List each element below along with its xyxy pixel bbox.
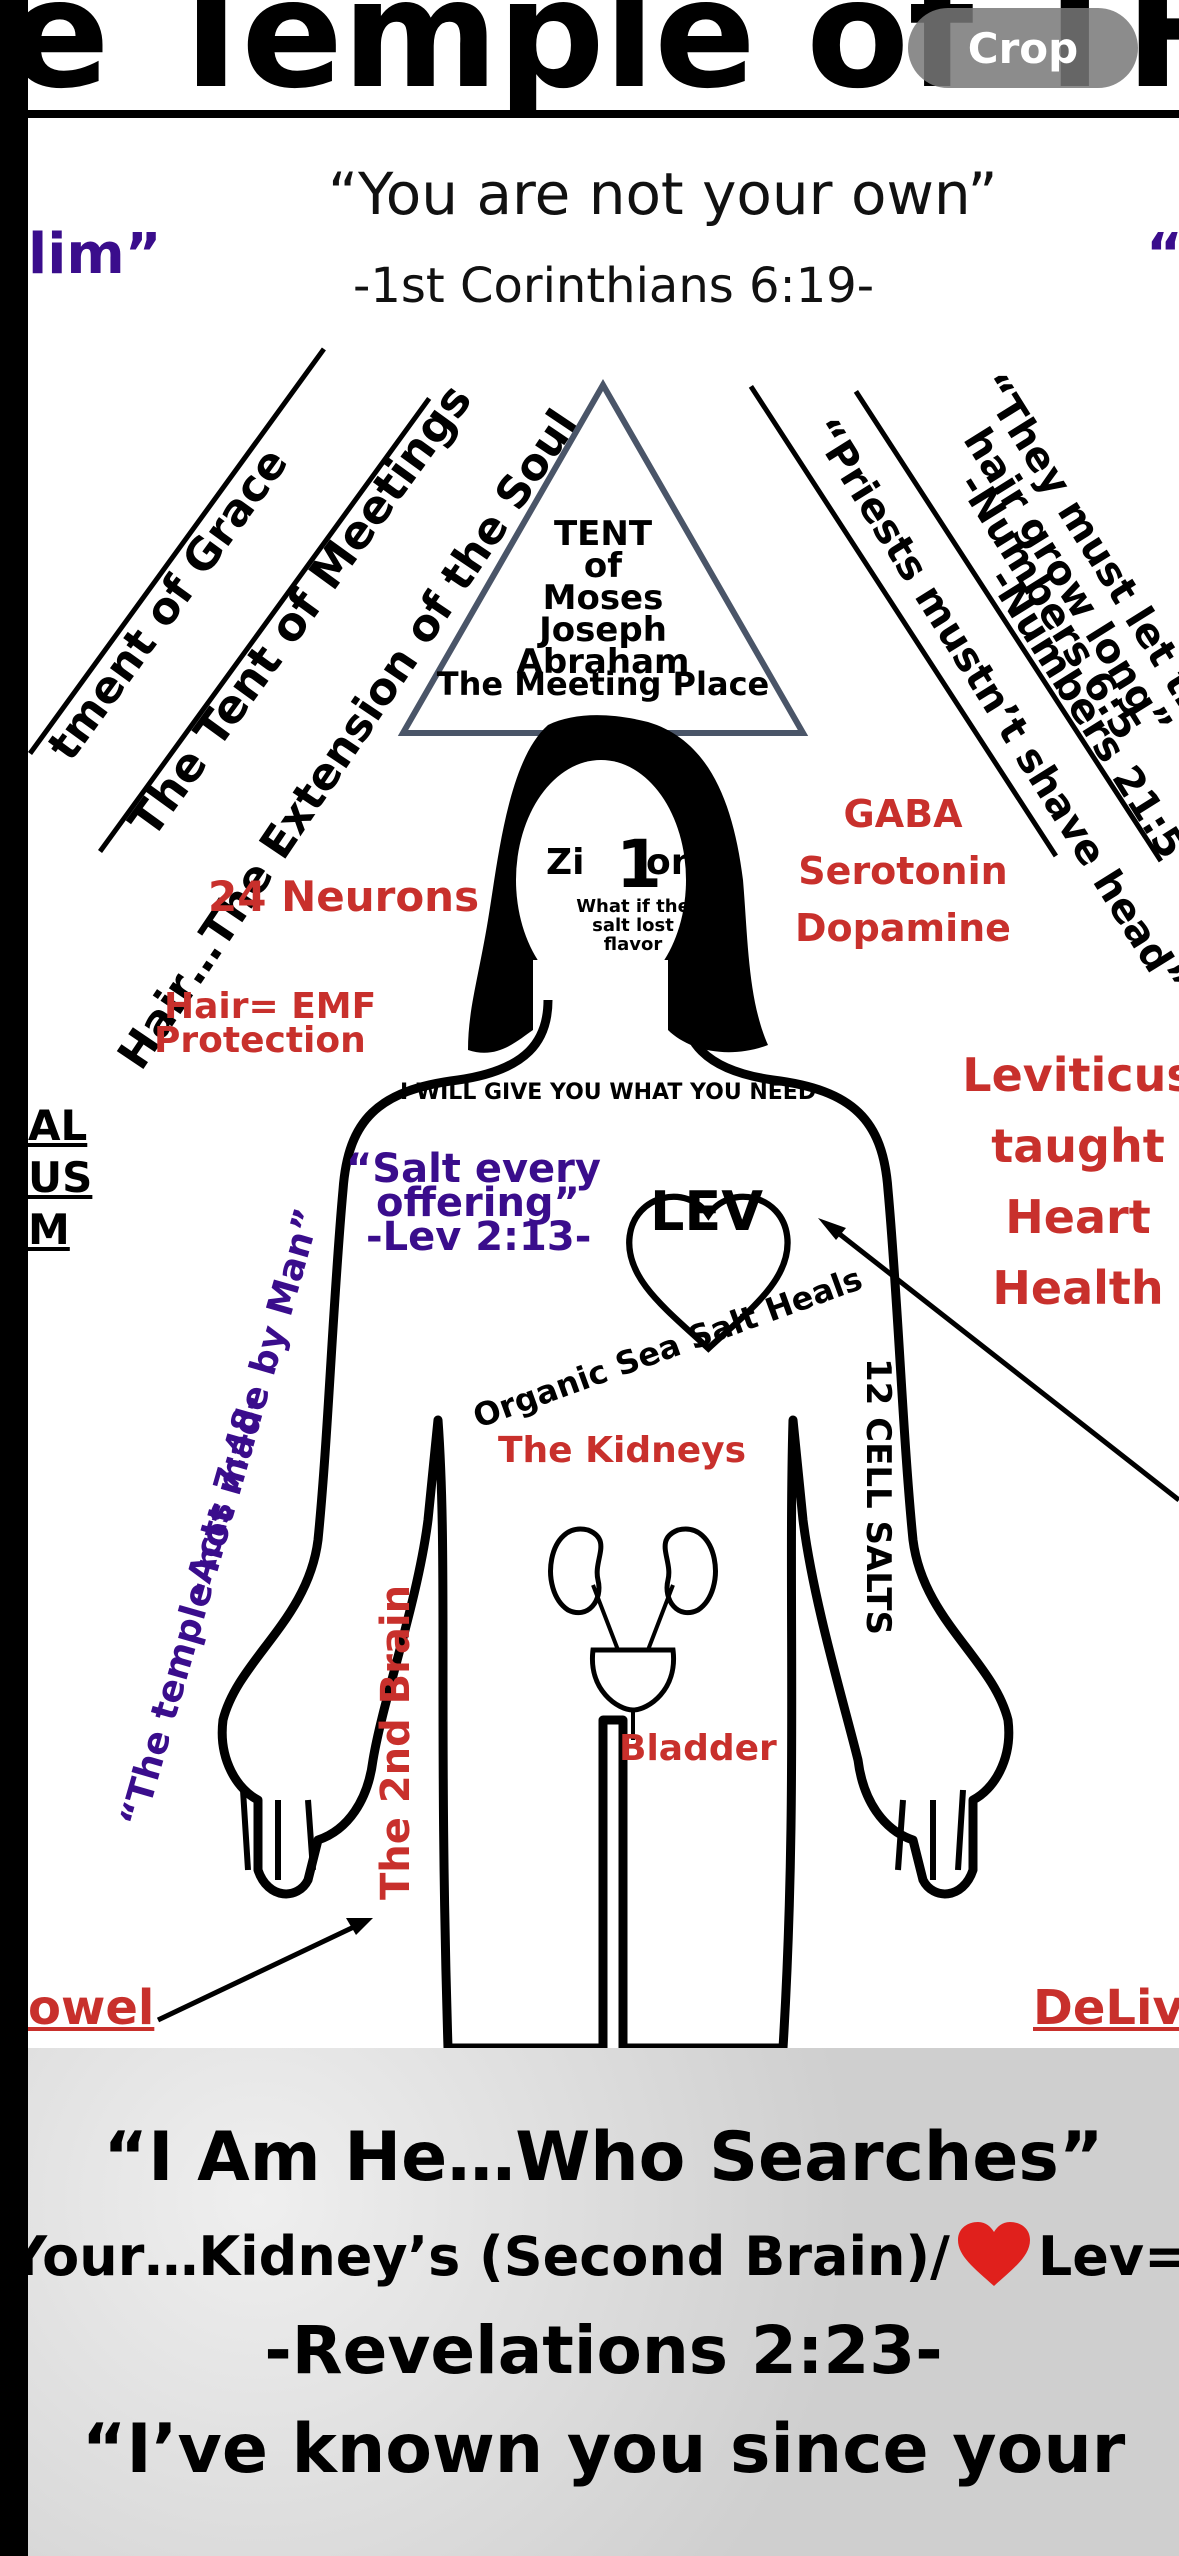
footer-line-1: “I Am He…Who Searches” xyxy=(103,2118,1104,2197)
meeting-place-label: The Meeting Place xyxy=(436,665,770,703)
gaba-text: GABA xyxy=(843,792,963,836)
heart-icon xyxy=(956,2220,1032,2301)
give-need-text: I WILL GIVE YOU WHAT YOU NEED xyxy=(400,1080,817,1105)
salt-offering-text: “Salt every offering” -Lev 2:13- xyxy=(346,1146,601,1260)
second-brain-label: The 2nd Brain xyxy=(373,1584,419,1900)
lev-heart-text: LEV xyxy=(650,1180,764,1243)
crop-button[interactable]: Crop xyxy=(908,8,1138,88)
body-drawing xyxy=(156,378,1179,2048)
leviticus-line-1: Leviticus xyxy=(962,1048,1179,1102)
tent-line-1: TENT xyxy=(553,514,653,554)
emf-line-2: Protection xyxy=(154,1020,366,1061)
zion-text-on: on xyxy=(646,842,697,883)
footer-line-2: Your…Kidney’s (Second Brain)/ Lev=Bell xyxy=(28,2220,1179,2301)
footer-line-3: -Revelations 2:23- xyxy=(264,2312,943,2389)
bowel-label: owel xyxy=(28,1980,155,2036)
tent-line-2: of xyxy=(583,546,623,586)
quote-text: “You are not your own” xyxy=(328,160,998,228)
bladder-shape xyxy=(590,1647,676,1713)
title-underline xyxy=(28,110,1179,118)
left-fingers xyxy=(240,1789,316,1880)
face-shape xyxy=(516,760,686,1000)
salt-flavor-note: What if the salt lost flavor xyxy=(576,896,690,955)
footer-line-4: “I’ve known you since your xyxy=(81,2410,1126,2489)
left-fragment-text: lim” xyxy=(28,222,162,287)
heart-arrow-head xyxy=(818,1218,846,1240)
salt-every-line-2: offering” xyxy=(376,1180,580,1226)
zion-text-one: 1 xyxy=(616,826,662,903)
kidneys-label: The Kidneys xyxy=(498,1430,747,1471)
footer-line-2a: Your…Kidney’s (Second Brain)/ xyxy=(28,2225,950,2289)
tent-line-5: Abraham xyxy=(516,642,690,682)
poster-image: e Temple of TH “You are not your own” -1… xyxy=(28,0,1179,2556)
deliver-label: DeLive xyxy=(1033,1980,1179,2036)
leviticus-line-4: Health xyxy=(992,1261,1164,1315)
tent-label: TENT of Moses Joseph Abraham xyxy=(503,514,703,682)
left-kidney xyxy=(548,1526,604,1616)
right-kidney xyxy=(662,1526,718,1616)
left-edge-line-2: US xyxy=(28,1153,93,1202)
bladder-label: Bladder xyxy=(619,1728,777,1769)
leviticus-line-2: taught xyxy=(991,1119,1165,1173)
zion-text-zi: Zi xyxy=(546,842,585,883)
footer-panel xyxy=(28,2048,1179,2556)
serotonin-text: Serotonin xyxy=(798,849,1008,893)
left-edge-line-3: M xyxy=(28,1205,70,1254)
emf-line-1: Hair= EMF xyxy=(164,986,377,1027)
ureters xyxy=(591,1584,675,1651)
right-fragment-text: “T xyxy=(1146,222,1179,287)
cell-salts-text: 12 CELL SALTS xyxy=(858,1358,898,1636)
heart-arrow-line xyxy=(826,1223,1179,1502)
heart-outline xyxy=(626,1193,791,1353)
brain-arrow-head xyxy=(346,1918,373,1935)
tent-line-3: Moses xyxy=(542,578,664,618)
body-outline xyxy=(217,999,1014,2048)
leviticus-label: Leviticus taught Heart Health xyxy=(943,1040,1179,1324)
leviticus-line-3: Heart xyxy=(1005,1190,1151,1244)
brain-arrow-line xyxy=(156,1922,360,2023)
left-edge-line-1: AL xyxy=(28,1101,88,1150)
neurotransmitters-label: GABA Serotonin Dopamine xyxy=(773,786,1033,957)
emf-label: Hair= EMF Protection xyxy=(154,986,377,1061)
tent-line-4: Joseph xyxy=(539,610,667,650)
salt-every-ref: -Lev 2:13- xyxy=(366,1214,592,1260)
neurons-label: 24 Neurons xyxy=(208,872,480,921)
dopamine-text: Dopamine xyxy=(795,906,1011,950)
footer-line-2b: Lev=Bell xyxy=(1037,2225,1179,2289)
right-fingers xyxy=(895,1789,966,1880)
left-edge-text: AL US M xyxy=(28,1100,92,1256)
quote-reference: -1st Corinthians 6:19- xyxy=(353,258,875,314)
salt-every-line-1: “Salt every xyxy=(346,1146,601,1192)
